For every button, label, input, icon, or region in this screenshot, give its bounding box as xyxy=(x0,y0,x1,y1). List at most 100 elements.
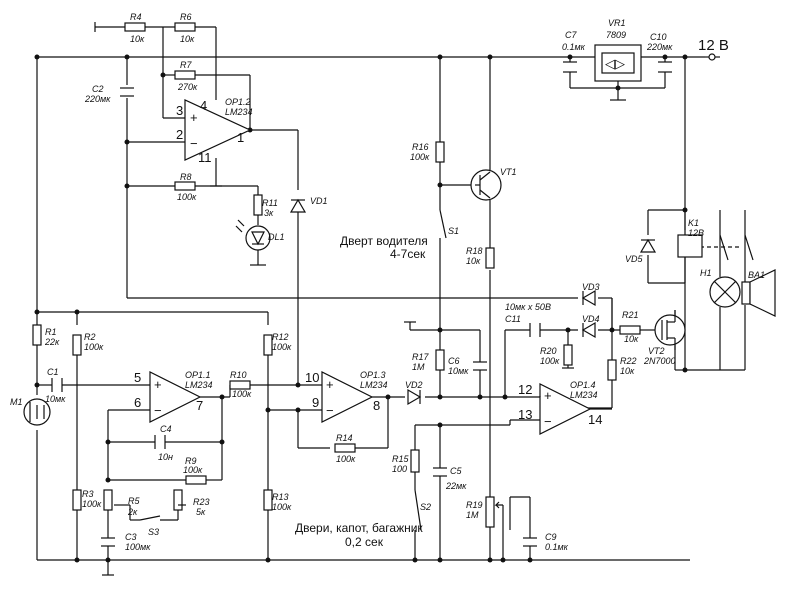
op-amp-op1-4 xyxy=(539,383,592,435)
label-k1: K1 xyxy=(688,218,699,228)
resistor-r5 xyxy=(103,489,113,511)
labels: R4 10к R6 10к R7 270к C2 220мк R8 100к R… xyxy=(10,12,765,552)
speaker-ba1 xyxy=(741,281,751,305)
pin-op2-1: 1 xyxy=(237,130,244,145)
svg-text:+: + xyxy=(326,377,334,392)
resistor-r18 xyxy=(485,247,495,269)
pin-op4-13: 13 xyxy=(518,407,532,422)
resistor-r9 xyxy=(185,475,207,485)
svg-text:◁▷: ◁▷ xyxy=(605,56,625,71)
pin-op2-3: 3 xyxy=(176,103,183,118)
resistor-r13 xyxy=(263,489,273,511)
value-r3: 100к xyxy=(82,499,102,509)
note-driver-time: 4-7сек xyxy=(390,247,426,261)
label-vd2: VD2 xyxy=(405,380,423,390)
value-r12: 100к xyxy=(272,342,292,352)
label-vr1: VR1 xyxy=(608,18,626,28)
label-op1-3: OP1.3 xyxy=(360,370,386,380)
transistor-vt1 xyxy=(470,169,502,201)
resistor-r11 xyxy=(253,194,263,216)
pin-op1-7: 7 xyxy=(196,398,203,413)
pin-op2-11: 11 xyxy=(198,150,212,165)
note-driver-door: Дверт водителя xyxy=(340,234,428,248)
value-c3: 100мк xyxy=(125,542,151,552)
value-r5: 2к xyxy=(127,507,138,517)
label-vd5: VD5 xyxy=(625,254,644,264)
label-r7: R7 xyxy=(180,60,192,70)
value-r4: 10к xyxy=(130,34,145,44)
resistor-r4 xyxy=(124,22,146,32)
label-r19: R19 xyxy=(466,500,483,510)
junctions xyxy=(34,54,688,563)
note-doors: Двери, капот, багажник xyxy=(295,521,423,535)
label-r8: R8 xyxy=(180,172,192,182)
value-c7: 0.1мк xyxy=(562,42,586,52)
label-r22: R22 xyxy=(620,356,637,366)
value-c6: 10мк xyxy=(448,366,469,376)
svg-text:+: + xyxy=(154,377,162,392)
note-doors-time: 0,2 сек xyxy=(345,535,384,549)
label-s3: S3 xyxy=(148,527,159,537)
label-r9: R9 xyxy=(185,456,197,466)
pin-op3-8: 8 xyxy=(373,398,380,413)
label-m1: M1 xyxy=(10,397,23,407)
label-c2: C2 xyxy=(92,84,104,94)
diodes xyxy=(235,198,657,406)
value-r18: 10к xyxy=(466,256,481,266)
value-r20: 100к xyxy=(540,356,560,366)
op-amp-op1-3 xyxy=(321,371,374,423)
value-r19: 1М xyxy=(466,510,479,520)
label-c11: C11 xyxy=(505,314,521,324)
label-dl1: DL1 xyxy=(268,232,285,242)
pin-op1-5: 5 xyxy=(134,370,141,385)
value-r16: 100к xyxy=(410,152,430,162)
resistor-r12 xyxy=(263,334,273,356)
transistor-vt2 xyxy=(654,314,686,346)
label-op1-2: OP1.2 xyxy=(225,97,251,107)
value-c4: 10н xyxy=(158,452,173,462)
resistor-r1 xyxy=(32,324,42,346)
value-c9: 0.1мк xyxy=(545,542,569,552)
label-vd3: VD3 xyxy=(582,282,600,292)
value-r2: 100к xyxy=(84,342,104,352)
value-op1-2: LM234 xyxy=(225,107,253,117)
transistors xyxy=(470,169,686,350)
label-r2: R2 xyxy=(84,332,96,342)
value-r15: 100 xyxy=(392,464,407,474)
op-amps: + − + − + − + − xyxy=(149,99,612,435)
label-r13: R13 xyxy=(272,492,289,502)
resistor-r21 xyxy=(619,325,641,335)
value-vt2: 2N7000 xyxy=(643,356,676,366)
label-op1-4: OP1.4 xyxy=(570,380,596,390)
value-c2: 220мк xyxy=(84,94,111,104)
svg-text:−: − xyxy=(544,414,552,429)
value-op1-4: LM234 xyxy=(570,390,598,400)
value-r13: 100к xyxy=(272,502,292,512)
value-r10: 100к xyxy=(232,389,252,399)
pin-op4-12: 12 xyxy=(518,382,532,397)
pin-op2-4: 4 xyxy=(200,98,207,113)
resistor-r7 xyxy=(174,70,196,80)
switch-s3 xyxy=(139,515,161,521)
label-r15: R15 xyxy=(392,454,410,464)
label-r4: R4 xyxy=(130,12,142,22)
value-op1-3: LM234 xyxy=(360,380,388,390)
value-r1: 22к xyxy=(44,337,60,347)
resistor-r8 xyxy=(174,181,196,191)
diode-vd4 xyxy=(581,321,596,339)
wires xyxy=(36,26,746,575)
value-c10: 220мк xyxy=(646,42,673,52)
label-r3: R3 xyxy=(82,489,94,499)
pin-op4-14: 14 xyxy=(588,412,602,427)
value-c1: 10мк xyxy=(45,394,66,404)
label-r21: R21 xyxy=(622,310,639,320)
label-c3: C3 xyxy=(125,532,137,542)
label-vt1: VT1 xyxy=(500,167,517,177)
resistor-r23 xyxy=(173,489,183,511)
diode-vd3 xyxy=(581,289,596,307)
resistor-r22 xyxy=(607,359,617,381)
label-c1: C1 xyxy=(47,367,59,377)
label-c7: C7 xyxy=(565,30,577,40)
label-r14: R14 xyxy=(336,433,353,443)
